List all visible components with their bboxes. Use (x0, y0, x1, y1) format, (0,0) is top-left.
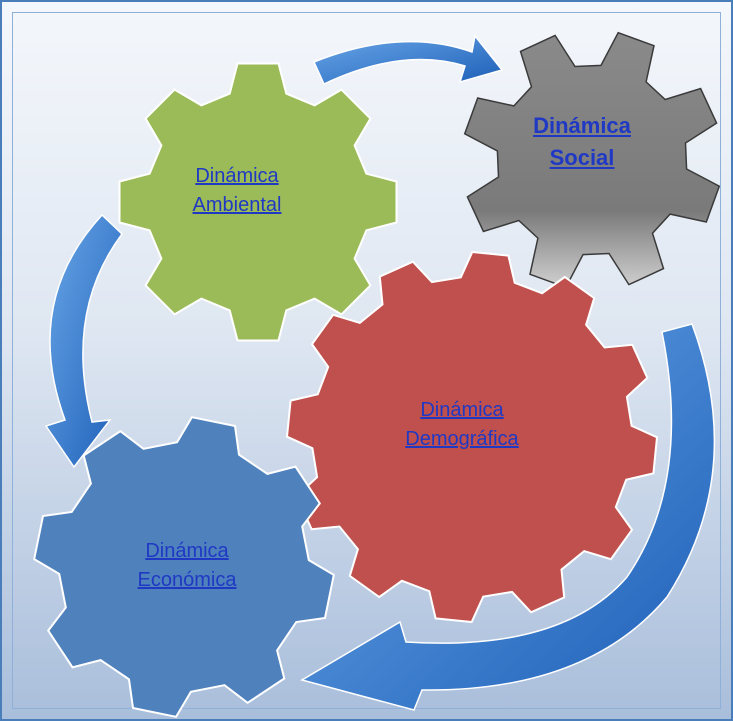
gear-economica (33, 416, 335, 718)
gear-ambiental (118, 62, 398, 342)
gear-demografica (285, 250, 659, 624)
link-dinamica-demografica-line2[interactable]: Demográfica (405, 428, 519, 450)
arrow-social-to-demografica (300, 323, 716, 711)
link-dinamica-social-line2[interactable]: Social (549, 144, 615, 170)
link-dinamica-ambiental-line2[interactable]: Ambiental (192, 194, 282, 216)
gear-label-economica: Dinámica Económica (102, 537, 272, 595)
link-dinamica-economica-line2[interactable]: Económica (137, 569, 237, 591)
gear-label-demografica: Dinámica Demográfica (372, 396, 552, 454)
gear-label-social: Dinámica Social (522, 110, 642, 174)
link-dinamica-ambiental-line1[interactable]: Dinámica (195, 165, 279, 187)
link-dinamica-social-line1[interactable]: Dinámica (533, 113, 631, 138)
link-dinamica-demografica-line1[interactable]: Dinámica (420, 399, 504, 421)
link-dinamica-economica-line1[interactable]: Dinámica (145, 540, 229, 562)
gear-label-ambiental: Dinámica Ambiental (172, 162, 302, 220)
arrow-ambiental-to-social (312, 34, 504, 86)
arrow-ambiental-to-economica (44, 213, 123, 469)
gear-social (463, 31, 721, 289)
